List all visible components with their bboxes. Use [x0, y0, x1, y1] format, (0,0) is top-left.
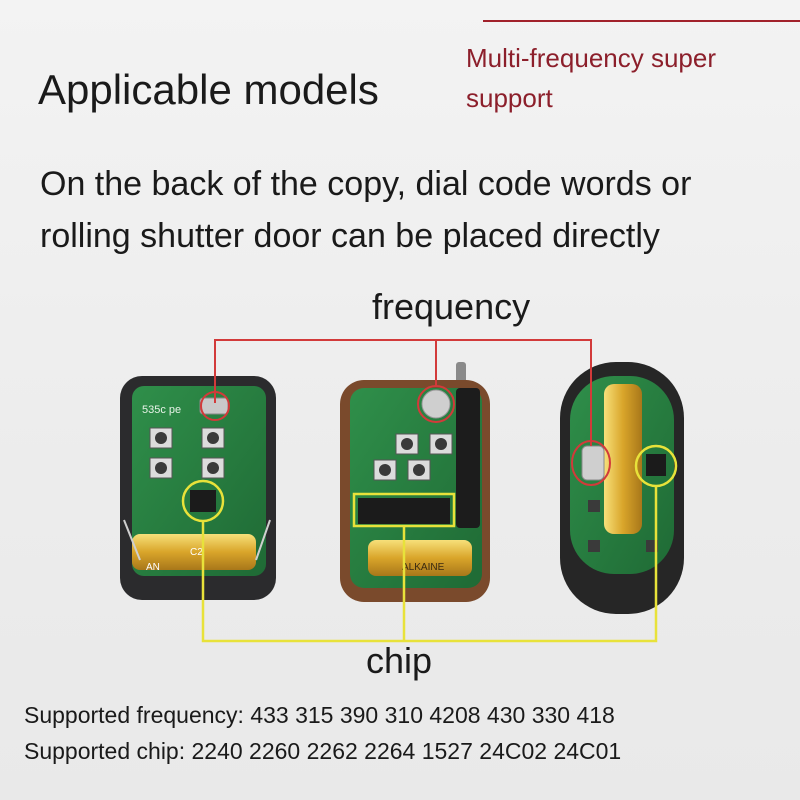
chip-label: chip: [366, 640, 433, 681]
page-title: Applicable models: [38, 66, 379, 113]
middle-crystal: [421, 389, 451, 419]
right-remote: [560, 362, 684, 614]
chip-callout-lines: [181, 444, 678, 643]
supported-frequency-text: Supported frequency: 433 315 390 310 420…: [24, 702, 615, 728]
left-chip: [190, 490, 216, 512]
multi-frequency-badge: Multi-frequency super support: [466, 43, 716, 113]
middle-battery: [368, 540, 472, 576]
frequency-circle-middle: [417, 385, 455, 423]
left-board-text: 535c pe: [142, 404, 181, 416]
middle-battery-text: ALKAINE: [402, 562, 445, 573]
frequency-label: frequency: [372, 286, 531, 327]
header-divider-line: [483, 20, 800, 22]
right-chip: [646, 454, 666, 476]
right-battery: [604, 384, 642, 534]
left-remote: 535c pe AN C2: [120, 376, 276, 600]
right-crystal: [581, 445, 605, 481]
frequency-callout-lines: [200, 339, 611, 486]
supported-chip-text: Supported chip: 2240 2260 2262 2264 1527…: [24, 738, 622, 764]
left-battery-text: AN: [146, 562, 160, 573]
frequency-connector: [214, 339, 592, 446]
middle-remote: ALKAINE: [340, 362, 490, 602]
middle-chip: [358, 498, 450, 524]
frequency-circle-right: [571, 440, 611, 486]
left-battery-mark: C2: [190, 547, 203, 558]
description-text: On the back of the copy, dial code words…: [40, 165, 692, 255]
middle-antenna-coil: [456, 388, 480, 528]
frequency-circle-left: [200, 391, 230, 421]
left-battery: [132, 534, 256, 570]
chip-connector: [201, 486, 658, 643]
